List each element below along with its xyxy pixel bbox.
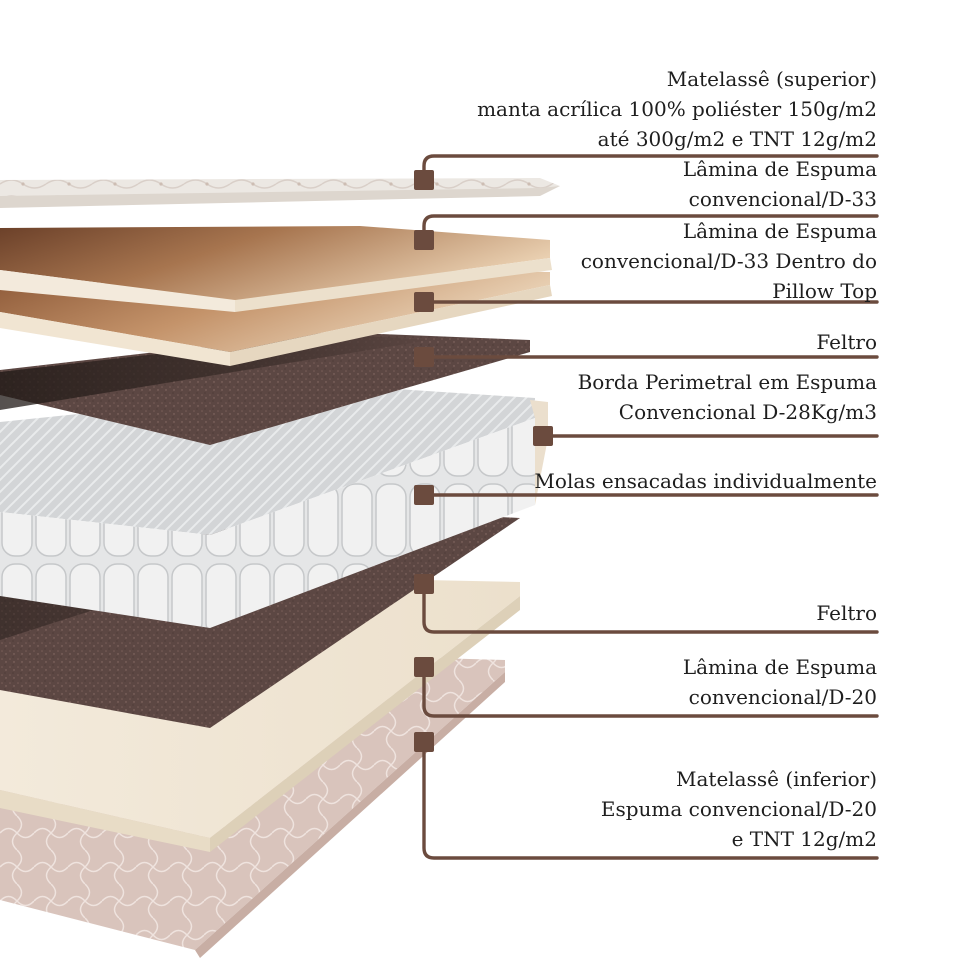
leader-lamina-d20-marker	[414, 657, 434, 677]
callout-line: manta acrílica 100% poliéster 150g/m2	[477, 97, 877, 121]
callout-line: convencional/D-33	[688, 187, 877, 211]
layer-feltro-superior	[0, 332, 530, 445]
leader-lamina-d20	[422, 665, 879, 718]
leader-molas-marker	[414, 485, 434, 505]
leader-feltro-inferior-marker	[414, 574, 434, 594]
callout-line: convencional/D-20	[688, 685, 877, 709]
callout-line: Matelassê (inferior)	[676, 767, 877, 791]
callout-line: Feltro	[816, 601, 877, 625]
callout-line: Convencional D-28Kg/m3	[618, 400, 877, 424]
callout-matelasse-superior: Matelassê (superior) manta acrílica 100%…	[477, 64, 877, 154]
callout-lamina-d33-pillow: Lâmina de Espuma convencional/D-33 Dentr…	[581, 216, 877, 306]
callout-line: Matelassê (superior)	[666, 67, 877, 91]
callout-line: Feltro	[816, 330, 877, 354]
callout-borda-perimetral: Borda Perimetral em Espuma Convencional …	[578, 367, 877, 427]
leader-borda-perimetral-marker	[533, 426, 553, 446]
callout-line: até 300g/m2 e TNT 12g/m2	[597, 127, 877, 151]
leader-matelasse-inferior	[422, 740, 879, 860]
callout-line: Espuma convencional/D-20	[600, 797, 877, 821]
callout-line: e TNT 12g/m2	[731, 827, 877, 851]
layer-lamina-d33	[0, 226, 552, 312]
callout-line: Lâmina de Espuma	[682, 655, 877, 679]
callout-feltro-superior: Feltro	[816, 327, 877, 357]
callout-lamina-d20: Lâmina de Espuma convencional/D-20	[683, 652, 877, 712]
callout-molas: Molas ensacadas individualmente	[534, 466, 877, 496]
leader-lamina-d33	[422, 214, 879, 242]
leader-matelasse-inferior-marker	[414, 732, 434, 752]
leader-matelasse-superior-marker	[414, 170, 434, 190]
callout-line: convencional/D-33 Dentro do	[580, 249, 877, 273]
callout-line: Lâmina de Espuma	[682, 219, 877, 243]
leader-feltro-superior-marker	[414, 347, 434, 367]
leader-matelasse-superior	[422, 154, 879, 182]
callout-feltro-inferior: Feltro	[816, 598, 877, 628]
callout-matelasse-inferior: Matelassê (inferior) Espuma convencional…	[601, 764, 877, 854]
callout-line: Pillow Top	[772, 279, 877, 303]
leader-lamina-d33-marker	[414, 230, 434, 250]
leader-lamina-d33-pillow-marker	[414, 292, 434, 312]
layer-matelasse-superior	[0, 178, 560, 208]
callout-lamina-d33: Lâmina de Espuma convencional/D-33	[683, 154, 877, 214]
callout-line: Molas ensacadas individualmente	[534, 469, 877, 493]
leader-feltro-inferior	[422, 582, 879, 634]
callout-line: Lâmina de Espuma	[682, 157, 877, 181]
callout-line: Borda Perimetral em Espuma	[577, 370, 877, 394]
leader-lines	[414, 154, 879, 860]
